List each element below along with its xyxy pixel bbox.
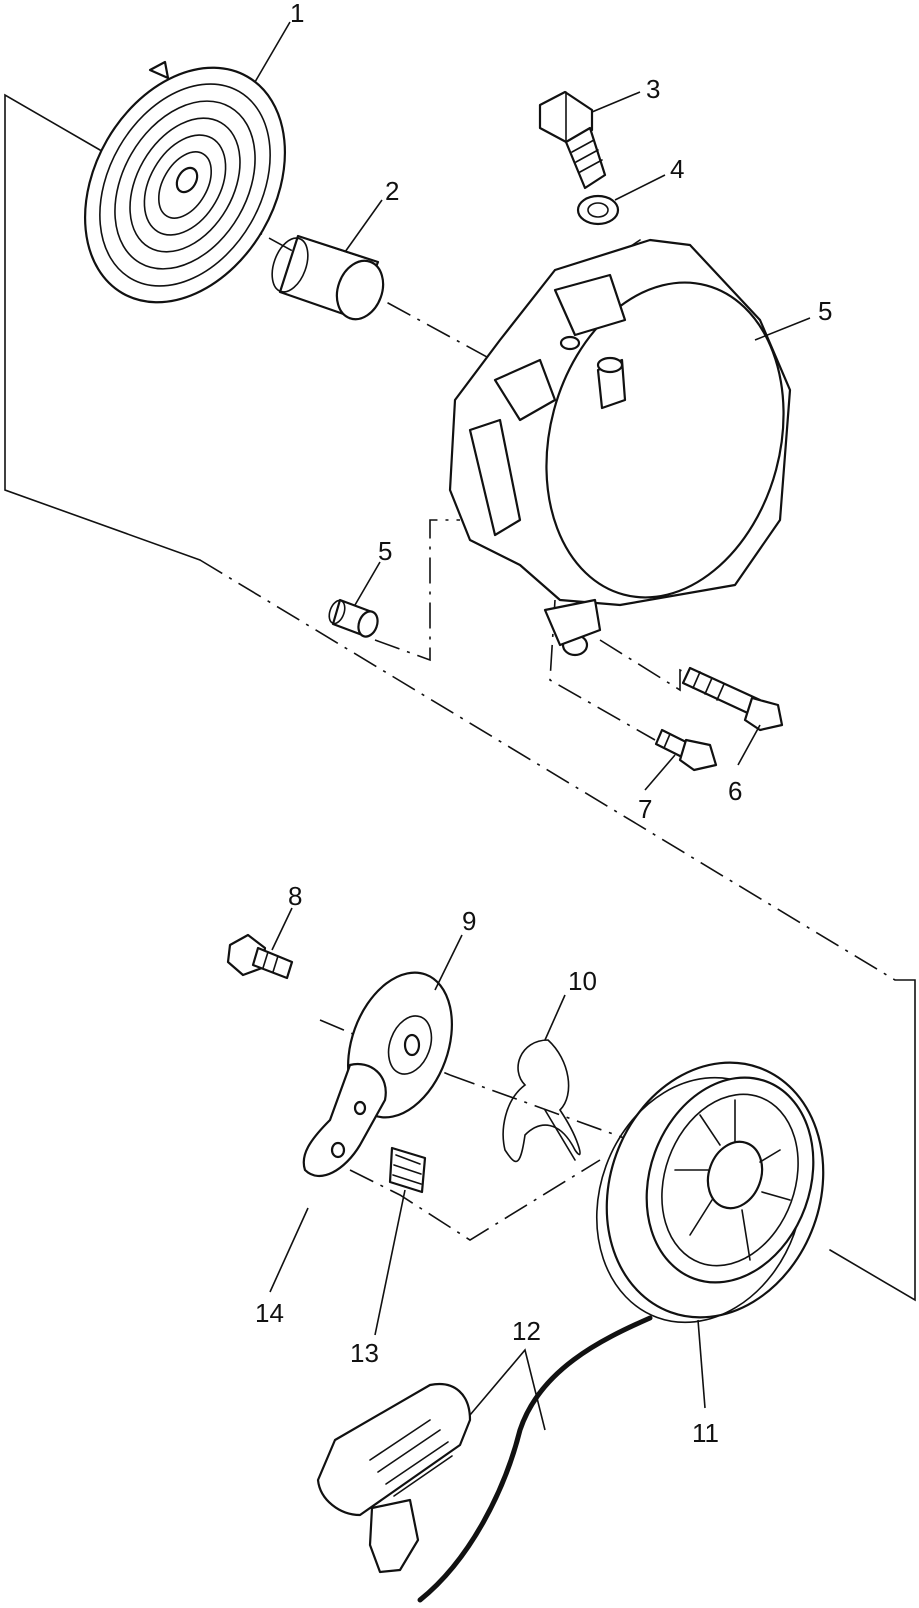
callout-10: 10 [568, 966, 597, 996]
part-6-long-bolt [681, 666, 784, 732]
part-7-short-bolt [654, 728, 718, 772]
part-11-recoil-pulley [595, 1061, 825, 1324]
callout-2: 2 [385, 176, 399, 206]
part-5-collar [328, 598, 379, 638]
callout-12: 12 [512, 1316, 541, 1346]
part-10-wire-clip [502, 1039, 581, 1163]
part-5-starter-housing [448, 238, 792, 657]
callout-5-housing: 5 [818, 296, 832, 326]
part-3-bolt [538, 90, 607, 190]
callout-8: 8 [288, 881, 302, 911]
part-1-recoil-spring [83, 60, 287, 304]
part-8-bolt [226, 933, 294, 980]
part-12-rope-handle [316, 1315, 653, 1603]
callout-1: 1 [290, 0, 304, 28]
callout-4: 4 [670, 154, 684, 184]
part-2-bushing [271, 234, 385, 321]
callout-14: 14 [255, 1298, 284, 1328]
part-4-washer [576, 194, 620, 226]
callout-6: 6 [728, 776, 742, 806]
callout-3: 3 [646, 74, 660, 104]
callout-leaders [254, 21, 811, 1431]
callout-labels: 1 2 3 4 5 5 6 7 8 9 10 11 12 13 14 [255, 0, 832, 1448]
part-13-pawl-spring [388, 1146, 427, 1194]
part-14-ratchet-pawl [302, 1062, 387, 1177]
callout-11: 11 [692, 1418, 719, 1448]
callout-9: 9 [462, 906, 476, 936]
callout-5-collar: 5 [378, 536, 392, 566]
callout-7: 7 [638, 794, 652, 824]
callout-13: 13 [350, 1338, 379, 1368]
